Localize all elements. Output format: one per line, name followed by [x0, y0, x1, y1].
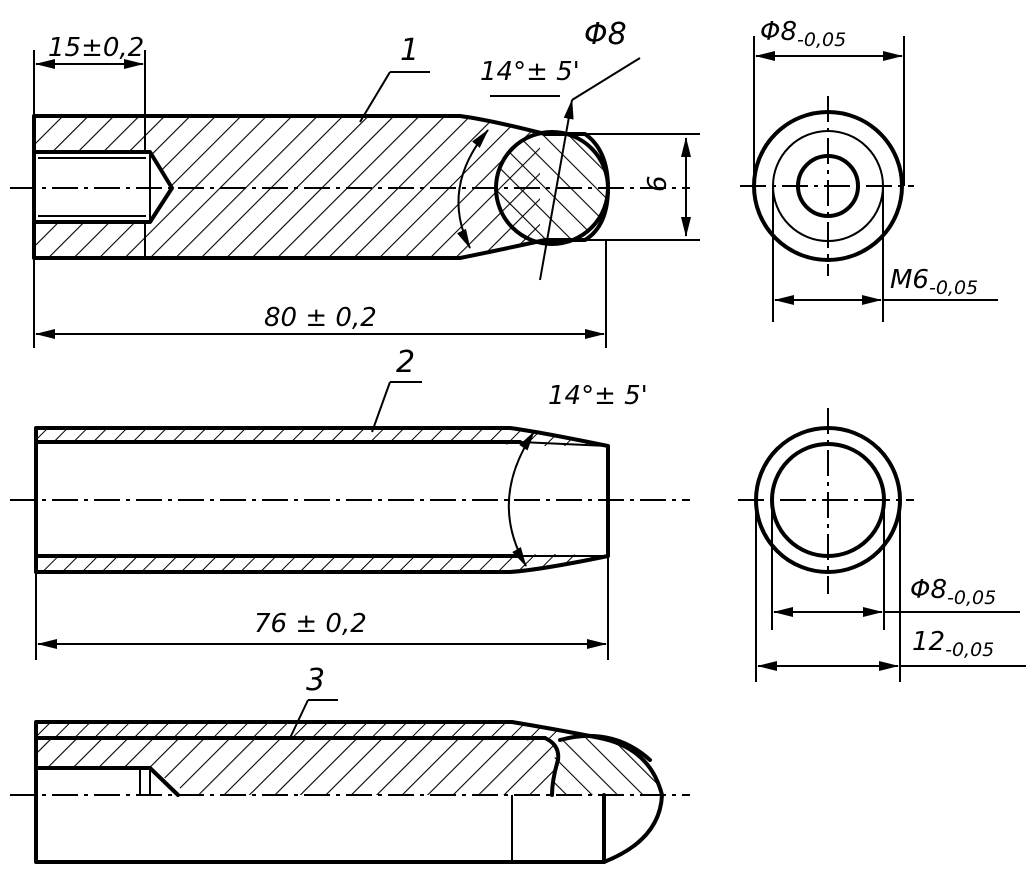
end-mid-12-main: 12	[912, 627, 945, 657]
part-3-view	[10, 699, 690, 864]
end-view-top	[740, 36, 998, 322]
end-m6-tol: -0,05	[929, 277, 978, 299]
end-top-phi8-tol: -0,05	[797, 29, 846, 51]
dim-15: 15±0,2	[48, 33, 144, 63]
end-view-middle	[738, 408, 1026, 682]
end-top-phi8-main: Φ8	[760, 17, 797, 47]
end-m6-main: M6	[890, 265, 929, 295]
end-m6: M6-0,05	[890, 265, 978, 299]
part-1-threaded-hole	[34, 152, 150, 222]
dim-angle-top: 14°± 5'	[480, 57, 580, 87]
end-mid-12: 12-0,05	[912, 627, 994, 661]
dim-80: 80 ± 0,2	[264, 303, 377, 333]
part-3-label: 3	[306, 663, 325, 698]
dim-phi8: Φ8	[584, 17, 627, 52]
dim-6: 6	[643, 175, 673, 192]
part-1-label: 1	[400, 33, 419, 68]
end-mid-phi8-tol: -0,05	[947, 587, 996, 609]
end-top-phi8: Φ8-0,05	[760, 17, 846, 51]
end-mid-phi8-main: Φ8	[910, 575, 947, 605]
end-mid-12-tol: -0,05	[945, 639, 994, 661]
end-mid-phi8: Φ8-0,05	[910, 575, 996, 609]
part-3-outline	[34, 720, 664, 864]
part-2-view	[10, 381, 690, 660]
dim-76: 76 ± 0,2	[254, 609, 367, 639]
part-2-label: 2	[396, 345, 415, 380]
dim-angle-mid: 14°± 5'	[548, 381, 648, 411]
part-1-view	[10, 50, 700, 348]
